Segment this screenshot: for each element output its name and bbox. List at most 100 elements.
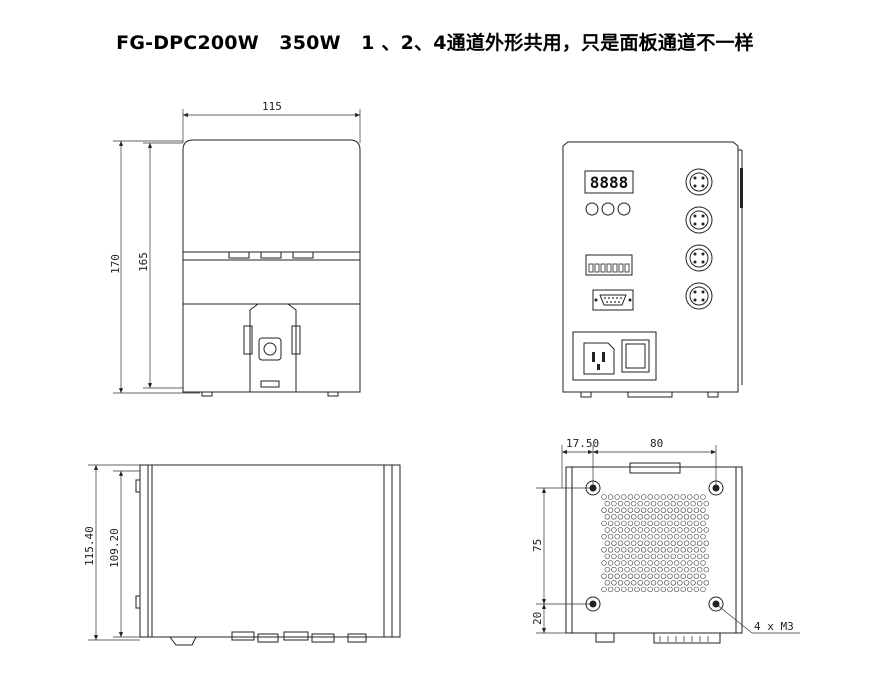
vent-hole xyxy=(673,573,680,579)
vent-hole xyxy=(660,586,667,593)
panel-button-2 xyxy=(601,202,615,216)
vent-hole xyxy=(657,566,663,573)
vent-hole xyxy=(614,560,620,566)
vent-hole xyxy=(660,507,667,513)
vent-hole xyxy=(660,533,667,540)
vent-hole xyxy=(654,547,660,553)
vent-hole xyxy=(640,507,647,513)
vent-hole xyxy=(693,520,700,527)
vent-hole xyxy=(700,573,706,579)
vent-hole xyxy=(673,560,680,566)
vent-hole xyxy=(640,494,647,500)
vent-hole xyxy=(624,527,630,533)
vent-hole xyxy=(700,520,706,527)
vent-hole xyxy=(687,586,693,593)
vent-hole xyxy=(601,494,607,500)
vent-hole xyxy=(640,533,647,540)
vent-hole xyxy=(621,520,627,527)
vent-hole xyxy=(644,514,650,520)
vent-hole xyxy=(607,573,614,579)
screw-spec-label: 4 x M3 xyxy=(754,620,794,633)
vent-hole xyxy=(680,573,686,579)
vent-hole xyxy=(607,533,614,540)
vent-hole xyxy=(673,533,680,540)
vent-hole xyxy=(696,500,703,507)
vent-hole xyxy=(604,527,610,533)
vent-hole xyxy=(627,573,634,579)
vent-hole xyxy=(630,540,637,546)
vent-hole xyxy=(650,540,657,546)
vent-hole xyxy=(680,507,686,513)
vent-hole xyxy=(614,494,620,500)
vent-hole xyxy=(693,573,700,579)
vent-hole xyxy=(687,560,693,566)
vent-hole xyxy=(614,507,620,513)
vent-hole xyxy=(677,540,683,546)
vent-hole xyxy=(604,580,610,586)
vent-hole xyxy=(687,573,693,579)
vent-hole xyxy=(696,580,703,586)
vent-hole xyxy=(690,566,696,573)
vent-hole xyxy=(627,586,634,593)
side-inner-height-label: 165 xyxy=(137,252,150,272)
vent-hole xyxy=(614,586,620,593)
vent-hole xyxy=(604,540,610,546)
vent-hole xyxy=(660,520,667,527)
rear-view: 17.50 80 75 20 4 x M3 xyxy=(531,437,800,644)
vent-hole xyxy=(677,527,683,533)
vent-hole xyxy=(637,566,643,573)
vent-hole xyxy=(647,586,653,593)
screw-holes xyxy=(585,480,724,612)
vent-hole xyxy=(670,540,676,546)
db9-connector xyxy=(592,289,634,311)
vent-hole xyxy=(617,514,624,520)
vent-hole xyxy=(637,527,643,533)
vent-hole xyxy=(634,586,640,593)
vent-hole xyxy=(670,514,676,520)
vent-hole xyxy=(683,500,690,507)
vent-hole xyxy=(667,560,673,566)
vent-hole xyxy=(627,520,634,527)
channel-connector-2 xyxy=(685,206,713,234)
vent-hole xyxy=(611,500,617,507)
vent-hole xyxy=(663,553,670,560)
vent-hole xyxy=(640,547,647,553)
power-switch xyxy=(621,339,650,373)
vent-hole xyxy=(677,580,683,586)
vent-hole xyxy=(683,553,690,560)
vent-hole xyxy=(601,520,607,527)
side-width-label: 115 xyxy=(262,100,282,113)
vent-hole xyxy=(637,540,643,546)
vent-hole xyxy=(673,494,680,500)
vent-hole xyxy=(617,553,624,560)
vent-hole xyxy=(621,586,627,593)
vent-hole xyxy=(703,514,709,520)
vent-hole xyxy=(657,527,663,533)
vent-hole xyxy=(604,566,610,573)
vent-hole xyxy=(677,500,683,507)
vent-hole xyxy=(667,494,673,500)
vent-hole xyxy=(644,566,650,573)
vent-hole xyxy=(703,566,709,573)
vent-hole xyxy=(703,580,709,586)
vent-hole xyxy=(630,580,637,586)
vent-hole xyxy=(601,533,607,540)
vent-hole xyxy=(617,527,624,533)
vent-hole xyxy=(703,553,709,560)
vent-hole xyxy=(640,520,647,527)
rear-bottom-offset-label: 20 xyxy=(531,612,544,625)
seven-segment-display xyxy=(584,170,634,194)
vent-hole xyxy=(611,553,617,560)
vent-hole xyxy=(607,507,614,513)
vent-hole xyxy=(690,580,696,586)
vent-hole xyxy=(654,586,660,593)
vent-hole xyxy=(650,566,657,573)
vent-hole xyxy=(624,580,630,586)
vent-hole xyxy=(627,560,634,566)
vent-hole xyxy=(607,494,614,500)
vent-hole xyxy=(640,560,647,566)
vent-hole xyxy=(654,494,660,500)
vent-hole xyxy=(611,527,617,533)
vent-hole xyxy=(696,566,703,573)
